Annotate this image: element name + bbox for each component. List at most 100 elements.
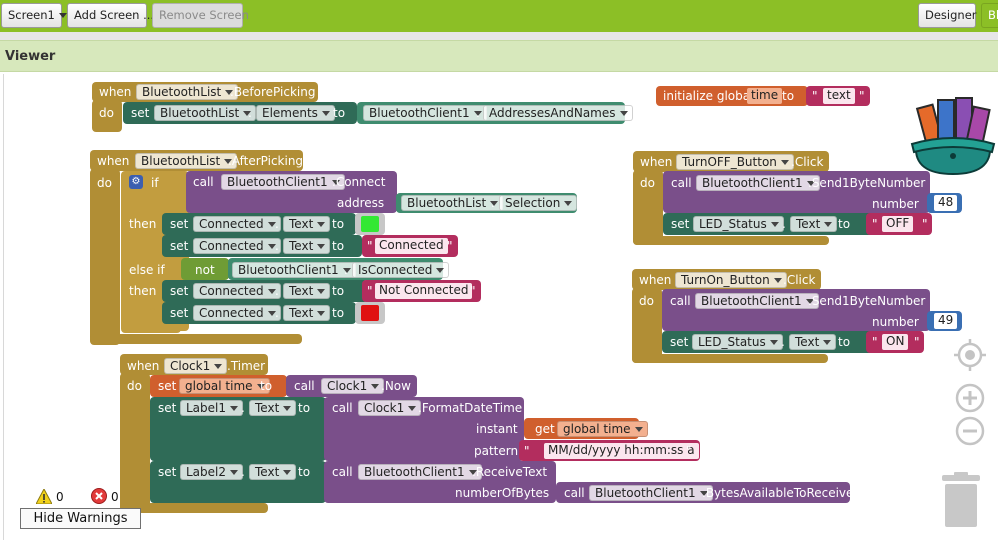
green-swatch [361,216,379,232]
to-label: to [838,335,851,349]
component-dropdown[interactable]: LED_Status [692,334,783,350]
global-var-name[interactable]: time [747,88,783,104]
property-dropdown[interactable]: Elements [256,105,335,121]
event-name: .Click [783,273,816,287]
quote-close: " [447,239,453,253]
quote-open: " [872,217,878,231]
set-label: set [170,306,189,320]
property-dropdown[interactable]: AddressesAndNames [483,105,633,121]
remove-screen-button[interactable]: Remove Screen [152,3,249,28]
blocks-button[interactable]: Bl [981,3,998,28]
to-label: to [260,379,273,393]
component-dropdown[interactable]: LED_Status [693,216,784,232]
call-label: call [294,379,315,393]
designer-button[interactable]: Designer [918,3,977,28]
set-label: set [158,401,177,415]
component-dropdown[interactable]: BluetoothClient1 [363,105,487,121]
to-label: to [782,89,795,103]
zoom-in-icon[interactable] [955,383,985,413]
global-var-dropdown[interactable]: global time [557,421,648,437]
component-dropdown[interactable]: BluetoothClient1 [589,485,713,501]
do-label: do [640,176,655,190]
dot-label: . [781,335,785,349]
trash-icon[interactable] [940,472,982,528]
event-block-turnon-foot [632,354,828,363]
component-dropdown[interactable]: BluetoothClient1 [695,293,819,309]
component-dropdown[interactable]: TurnOn_Button [675,272,787,288]
number-label: number [872,315,919,329]
component-dropdown[interactable]: BluetoothList [136,84,239,100]
component-dropdown[interactable]: Connected [193,216,281,232]
text-value[interactable]: MM/dd/yyyy hh:mm:ss a [544,443,699,459]
component-dropdown[interactable]: BluetoothClient1 [221,174,345,190]
property-dropdown[interactable]: Text [283,283,331,299]
component-dropdown[interactable]: Clock1 [321,378,385,394]
add-screen-button[interactable]: Add Screen ... [67,3,154,28]
chevron-down-icon [58,13,67,18]
event-block-after-picking-body [90,169,120,345]
text-value[interactable]: Connected [375,238,448,254]
address-label: address [337,196,385,210]
dot-label: . [275,217,279,231]
component-dropdown[interactable]: Label1 [180,400,244,416]
method-name: .ReceiveText [472,465,548,479]
property-dropdown[interactable]: Text [249,400,297,416]
component-dropdown[interactable]: Label2 [180,464,244,480]
dot-label: . [275,306,279,320]
component-dropdown[interactable]: Clock1 [358,400,422,416]
call-label: call [193,175,214,189]
dot-label: . [344,263,348,277]
component-dropdown[interactable]: BluetoothClient1 [232,262,356,278]
property-dropdown[interactable]: Text [789,334,837,350]
number-value[interactable]: 49 [934,313,958,329]
component-dropdown[interactable]: Clock1 [164,358,228,374]
text-value[interactable]: OFF [882,216,914,232]
quote-open: " [367,284,373,298]
error-icon [91,488,107,504]
quote-close: " [859,89,865,103]
global-var-dropdown[interactable]: global time [179,378,270,394]
backpack-icon[interactable] [908,86,998,176]
to-label: to [333,106,346,120]
number-label: number [872,197,919,211]
instant-label: instant [476,422,518,436]
screen-select-label: Screen1 [8,8,55,22]
component-dropdown[interactable]: BluetoothList [401,195,504,211]
not-block[interactable] [181,258,229,280]
property-dropdown[interactable]: IsConnected [352,262,450,278]
set-label: set [670,335,689,349]
component-dropdown[interactable]: TurnOFF_Button [676,154,794,170]
component-dropdown[interactable]: Connected [193,238,281,254]
component-dropdown[interactable]: Connected [193,283,281,299]
component-dropdown[interactable]: BluetoothList [135,153,238,169]
quote-close: " [914,335,920,349]
hide-warnings-button[interactable]: Hide Warnings [20,508,141,529]
then-label: then [129,284,157,298]
screen-select[interactable]: Screen1 [1,3,67,28]
set-label: set [158,379,177,393]
method-name: .FormatDateTime [418,401,523,415]
component-dropdown[interactable]: BluetoothClient1 [696,175,820,191]
number-value[interactable]: 48 [934,195,958,211]
text-value[interactable]: text [823,88,855,104]
component-dropdown[interactable]: BluetoothClient1 [358,464,482,480]
text-value[interactable]: ON [882,334,909,350]
to-label: to [298,465,311,479]
component-dropdown[interactable]: Connected [193,305,281,321]
zoom-out-icon[interactable] [955,416,985,446]
property-dropdown[interactable]: Selection [499,195,578,211]
component-dropdown[interactable]: BluetoothList [154,105,257,121]
property-dropdown[interactable]: Text [283,238,331,254]
gear-icon[interactable]: ⚙ [129,175,143,189]
event-block-turnoff-body [633,170,663,245]
call-format-datetime-block[interactable] [324,397,524,461]
property-dropdown[interactable]: Text [283,216,331,232]
property-dropdown[interactable]: Text [249,464,297,480]
text-value[interactable]: Not Connected [375,283,473,299]
property-dropdown[interactable]: Text [790,216,838,232]
property-dropdown[interactable]: Text [283,305,331,321]
method-name: .Send1ByteNumber [808,176,926,190]
dot-label: . [782,217,786,231]
recenter-icon[interactable] [954,339,986,371]
set-label: set [170,217,189,231]
